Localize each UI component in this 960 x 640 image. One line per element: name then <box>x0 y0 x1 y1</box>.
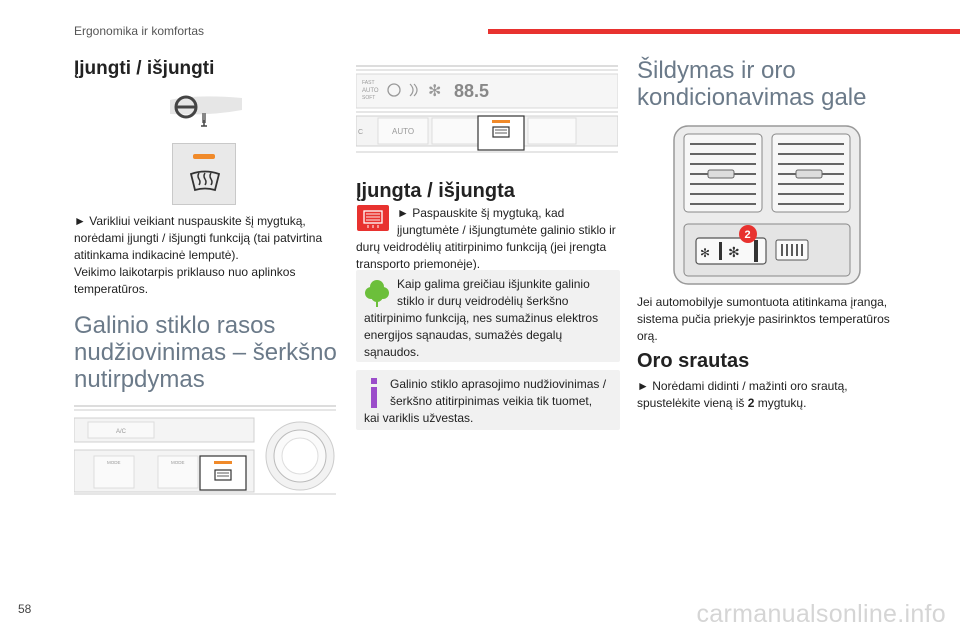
svg-text:MODE: MODE <box>107 460 121 465</box>
header-section-title: Ergonomika ir komfortas <box>74 24 205 38</box>
airflow-text-pre: ► Norėdami didinti / mažinti oro srautą,… <box>637 379 848 410</box>
col1-paragraph-1: ► Varikliui veikiant nuspauskite šį mygt… <box>74 214 323 262</box>
indicator-lamp <box>193 154 215 159</box>
info-note-rest: kai variklis užvestas. <box>364 411 474 425</box>
eco-note-line-1: Kaip galima greičiau išjunkite galinio <box>397 277 590 291</box>
eco-note-rest: atitirpinimo funkciją, nes sumažinus ele… <box>364 311 599 359</box>
rear-vent-illustration: ✻ ✻ 2 <box>673 125 861 285</box>
info-note-line-1: Galinio stiklo aprasojimo nudžiovinimas … <box>390 377 607 391</box>
section-title-rear-climate: Šildymas ir oro kondicionavimas gale <box>637 57 866 111</box>
watermark: carmanualsonline.info <box>696 600 946 628</box>
info-icon <box>371 378 377 408</box>
windscreen-defrost-icon <box>189 170 221 192</box>
col3-airflow-text: ► Norėdami didinti / mažinti oro srautą,… <box>637 378 901 412</box>
eco-note-box <box>356 270 620 362</box>
eco-note-line-2: stiklo ir durų veidrodėlių šerkšno <box>397 294 569 308</box>
front-defrost-button-illustration <box>172 143 236 205</box>
fan-icon: ✻ <box>428 83 441 100</box>
fan-large-icon: ✻ <box>728 244 740 260</box>
temperature-display: 88.5 <box>454 81 489 101</box>
recirculation-icon <box>387 83 401 97</box>
svg-text:SOFT: SOFT <box>362 95 375 101</box>
info-note-box <box>356 370 620 430</box>
col2-para-line-2: įjungtumėte / išjungtumėte galinio stikl… <box>397 223 616 237</box>
col1-paragraph-2: Veikimo laikotarpis priklauso nuo aplink… <box>74 265 296 296</box>
svg-text:C: C <box>358 129 363 136</box>
header-accent-bar <box>488 29 960 34</box>
col3-paragraph: Jei automobilyje sumontuota atitinkama į… <box>637 295 890 343</box>
heading-turned-on-off: Įjungta / išjungta <box>356 180 515 202</box>
rear-window-heater-icon <box>214 469 232 481</box>
heading-on-off: Įjungti / išjungti <box>74 58 215 79</box>
section-title-line: Šildymas ir oro <box>637 57 796 84</box>
svg-text:AUTO: AUTO <box>362 88 379 94</box>
callout-number: 2 <box>745 229 751 241</box>
info-note-line-2: šerkšno atitirpinimas veikia tik tuomet, <box>390 394 593 408</box>
svg-text:AUTO: AUTO <box>392 127 414 136</box>
col2-para-line-1: ► Paspauskite šį mygtuką, kad <box>397 206 565 220</box>
rear-defrost-button-icon <box>357 205 389 231</box>
section-title-line: nutirpdymas <box>74 366 205 393</box>
section-title-line: nudžiovinimas – šerkšno <box>74 339 337 366</box>
ac-label: A/C <box>116 429 127 435</box>
heading-airflow: Oro srautas <box>637 350 750 372</box>
callout-badge <box>739 225 757 243</box>
section-title-line: Galinio stiklo rasos <box>74 312 276 339</box>
svg-text:MODE: MODE <box>171 460 185 465</box>
section-title-line: kondicionavimas gale <box>637 84 867 111</box>
eco-leaf-icon <box>365 280 389 307</box>
page-number: 58 <box>18 602 32 616</box>
section-title-rear-defrost: Galinio stiklo rasos nudžiovinimas – šer… <box>74 312 337 393</box>
fan-small-icon: ✻ <box>700 246 710 260</box>
climate-panel-illustration-2: FAST AUTO SOFT ✻ 88.5 C AUTO <box>356 65 618 153</box>
airflow-icon <box>409 83 418 97</box>
rear-window-heater-icon <box>492 126 510 138</box>
airflow-text-post: mygtukų. <box>754 396 807 410</box>
airflow-text-number: 2 <box>747 396 755 410</box>
climate-panel-illustration-1: A/C MODE MODE <box>74 405 336 495</box>
steering-wheel-illustration <box>170 95 242 127</box>
col2-para-rest: durų veidrodėlių atitirpinimo funkciją (… <box>356 240 607 271</box>
svg-text:FAST: FAST <box>362 80 375 86</box>
